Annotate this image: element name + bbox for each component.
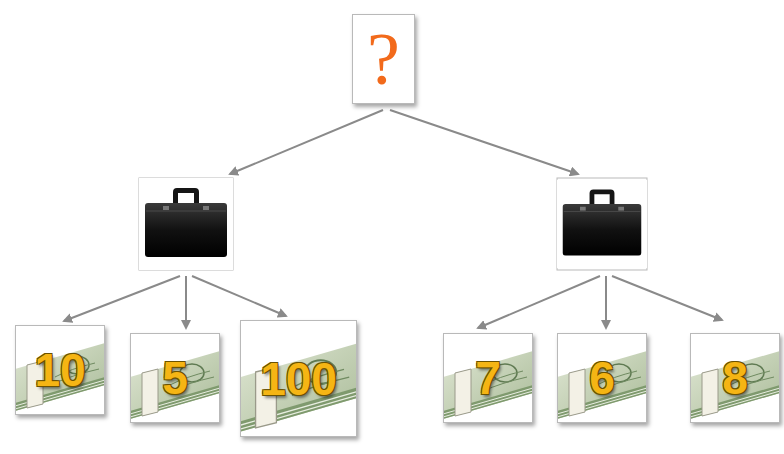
money-picture (240, 320, 357, 437)
briefcase-icon (139, 178, 233, 270)
money-box: 100 (240, 320, 357, 437)
amount-number: 5 (162, 355, 188, 401)
amount-number: 6 (589, 355, 615, 401)
amount-number: 8 (722, 355, 748, 401)
money-picture (690, 333, 780, 423)
arrow (64, 276, 180, 321)
tree-arrows (64, 110, 722, 328)
money-box: 6 (557, 333, 647, 423)
money-picture (557, 333, 647, 423)
amount-number: 100 (260, 356, 337, 402)
arrow (605, 276, 607, 328)
arrow (390, 110, 578, 174)
briefcase-symbol (139, 178, 233, 270)
money-picture (15, 325, 105, 415)
amount-number: 10 (34, 347, 85, 393)
briefcase-frame (557, 178, 647, 270)
money-box: 7 (443, 333, 533, 423)
arrow (230, 110, 383, 174)
briefcase-frame (139, 178, 233, 270)
question-mark: ? (367, 22, 400, 96)
money-box: 5 (130, 333, 220, 423)
money-picture (130, 333, 220, 423)
amount-number: 7 (475, 355, 501, 401)
money-picture (443, 333, 533, 423)
question-box-ground (352, 14, 415, 104)
money-box: 8 (690, 333, 780, 423)
arrow (612, 276, 722, 320)
briefcase-icon (557, 178, 647, 270)
briefcase-symbol (557, 180, 647, 268)
arrow (192, 276, 286, 316)
question-box: ? (352, 14, 415, 104)
money-box: 10 (15, 325, 105, 415)
arrow (185, 276, 187, 328)
arrow (478, 276, 600, 328)
